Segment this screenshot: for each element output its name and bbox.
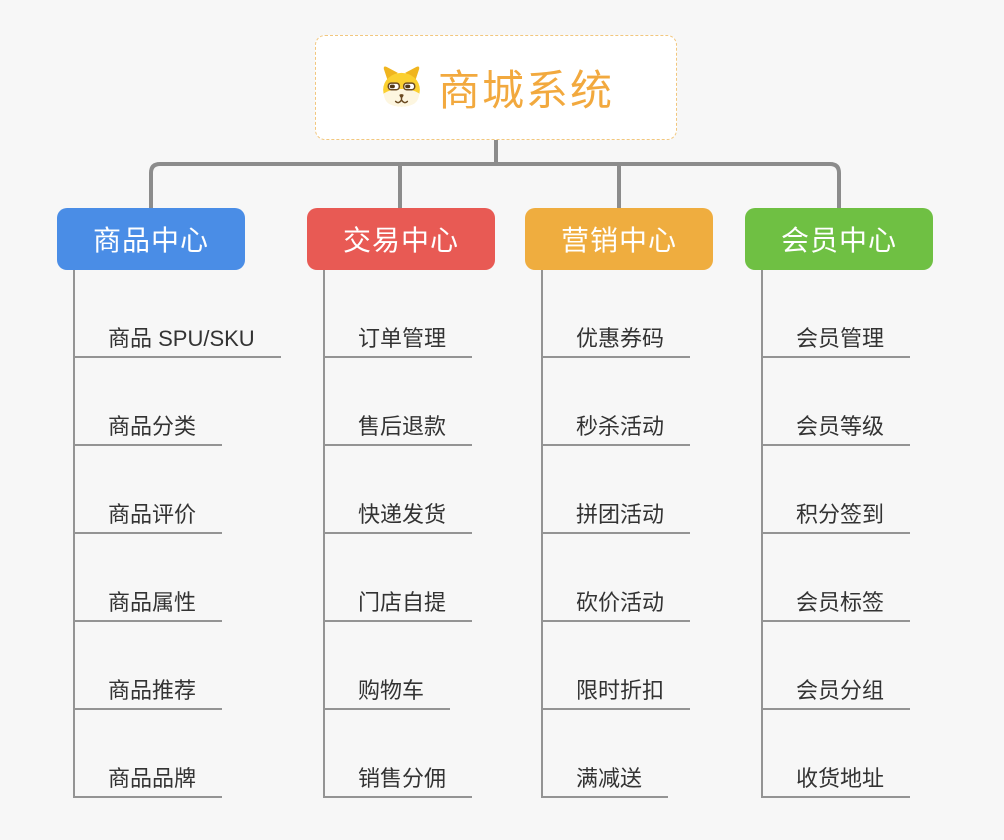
branch-member-center: 会员中心 会员管理 会员等级 积分签到 会员标签 会员分组 收货地址 [745,208,933,798]
leaf-node[interactable]: 限时折扣 [543,622,691,710]
branch-marketing-center: 营销中心 优惠券码 秒杀活动 拼团活动 砍价活动 限时折扣 满减送 [525,208,713,798]
leaf-node[interactable]: 优惠券码 [543,270,691,358]
branch-trade-center: 交易中心 订单管理 售后退款 快递发货 门店自提 购物车 销售分佣 [307,208,495,798]
leaf-node[interactable]: 商品品牌 [75,710,223,798]
branch-list: 商品 SPU/SKU 商品分类 商品评价 商品属性 商品推荐 商品品牌 [73,270,281,798]
leaf-node[interactable]: 商品分类 [75,358,223,446]
leaf-node[interactable]: 快递发货 [325,446,473,534]
leaf-node[interactable]: 积分签到 [763,446,911,534]
branch-head-trade-center[interactable]: 交易中心 [307,208,495,270]
leaf-node[interactable]: 砍价活动 [543,534,691,622]
dog-face-icon [383,66,420,107]
branch-head-marketing-center[interactable]: 营销中心 [525,208,713,270]
branch-list: 优惠券码 秒杀活动 拼团活动 砍价活动 限时折扣 满减送 [541,270,691,798]
leaf-node[interactable]: 秒杀活动 [543,358,691,446]
leaf-node[interactable]: 会员分组 [763,622,911,710]
leaf-node[interactable]: 商品评价 [75,446,223,534]
leaf-node[interactable]: 门店自提 [325,534,473,622]
leaf-node[interactable]: 商品推荐 [75,622,223,710]
branch-head-product-center[interactable]: 商品中心 [57,208,245,270]
leaf-node[interactable]: 收货地址 [763,710,911,798]
leaf-node[interactable]: 会员等级 [763,358,911,446]
root-node[interactable]: 商城系统 [315,35,677,140]
leaf-node[interactable]: 会员标签 [763,534,911,622]
leaf-node[interactable]: 订单管理 [325,270,473,358]
leaf-node[interactable]: 会员管理 [763,270,911,358]
leaf-node[interactable]: 购物车 [325,622,451,710]
branch-product-center: 商品中心 商品 SPU/SKU 商品分类 商品评价 商品属性 商品推荐 商品品牌 [57,208,281,798]
branch-head-member-center[interactable]: 会员中心 [745,208,933,270]
leaf-node[interactable]: 商品 SPU/SKU [75,270,281,358]
leaf-node[interactable]: 满减送 [543,710,669,798]
leaf-node[interactable]: 拼团活动 [543,446,691,534]
branch-list: 订单管理 售后退款 快递发货 门店自提 购物车 销售分佣 [323,270,473,798]
leaf-node[interactable]: 商品属性 [75,534,223,622]
leaf-node[interactable]: 售后退款 [325,358,473,446]
leaf-node[interactable]: 销售分佣 [325,710,473,798]
branch-list: 会员管理 会员等级 积分签到 会员标签 会员分组 收货地址 [761,270,911,798]
root-title: 商城系统 [437,67,614,114]
